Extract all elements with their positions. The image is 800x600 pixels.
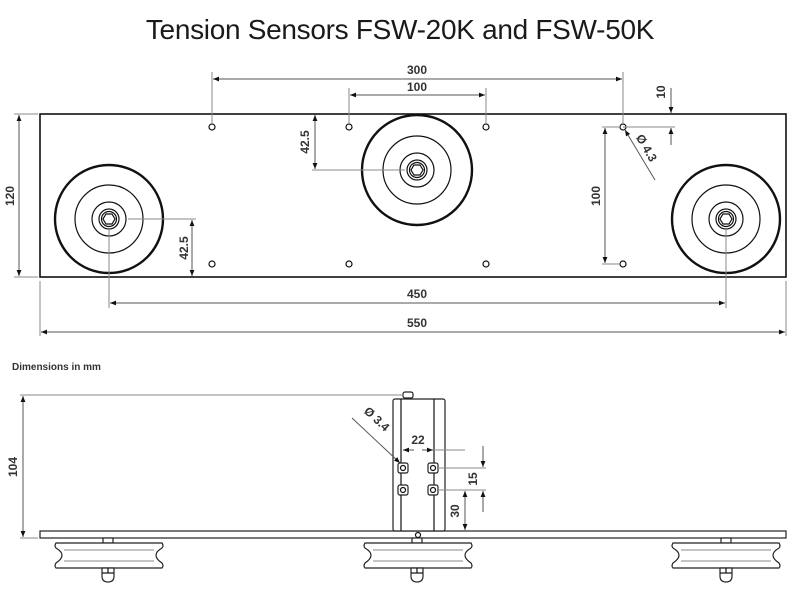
pulley-axle [719, 567, 733, 583]
pulley-side-right [671, 537, 781, 583]
dim-22: 22 [403, 433, 465, 453]
pulley-side-left [54, 537, 164, 583]
screw-holes [397, 462, 439, 496]
top-view: 300 100 10 Ø 4.3 100 [3, 63, 787, 336]
dim-label-22: 22 [411, 433, 425, 447]
pulley-bearing-inner [717, 210, 735, 228]
mounting-hole [345, 123, 353, 131]
dim-104: 104 [6, 394, 403, 539]
dim-label-104: 104 [6, 457, 20, 477]
dim-42-5-center: 42.5 [298, 115, 405, 171]
dim-label-100-vertical: 100 [589, 186, 603, 206]
mounting-holes [208, 123, 627, 268]
pulley-side-center [363, 537, 473, 583]
pulley-bearing-inner [408, 161, 426, 179]
dim-label-42-5-center: 42.5 [298, 130, 312, 154]
dim-label-300: 300 [407, 63, 427, 77]
dim-label-30: 30 [448, 504, 462, 518]
dim-label-diameter-4-3: Ø 4.3 [633, 132, 660, 165]
dim-100-vertical: 100 [589, 126, 620, 265]
pulley-axle [101, 567, 115, 583]
pulley-bearing-inner [100, 210, 118, 228]
dim-label-15: 15 [466, 472, 480, 486]
dim-300: 300 [211, 63, 624, 124]
pulley-hub [399, 152, 435, 188]
dim-label-550: 550 [407, 316, 427, 330]
pulley-axle [410, 567, 424, 583]
dim-label-120: 120 [3, 186, 17, 206]
dim-hole-diameter: Ø 4.3 [624, 129, 660, 181]
dim-label-42-5-left: 42.5 [177, 236, 191, 260]
pulley-profile [671, 542, 781, 569]
mounting-hole [619, 260, 627, 268]
dim-label-450: 450 [407, 287, 427, 301]
dim-100-horizontal: 100 [348, 80, 487, 124]
hex-nut-icon [410, 164, 424, 176]
dim-42-5-left: 42.5 [128, 218, 196, 276]
side-view: 104 Ø 3.4 22 15 30 [6, 391, 787, 583]
drawing-title: Tension Sensors FSW-20K and FSW-50K [145, 14, 655, 45]
dim-10: 10 [623, 85, 675, 145]
dim-450: 450 [108, 229, 727, 308]
housing-cap [402, 391, 414, 399]
dim-120: 120 [3, 113, 38, 278]
pulley-profile [363, 542, 473, 569]
dim-550: 550 [39, 281, 787, 336]
dim-label-100: 100 [407, 80, 427, 94]
pulley-bearing [406, 159, 428, 181]
mounting-hole [208, 260, 216, 268]
sensor-plate-side [39, 530, 787, 539]
mounting-hole [482, 260, 490, 268]
mounting-hole [208, 123, 216, 131]
hex-nut-icon [102, 213, 116, 225]
pulley-profile [54, 542, 164, 569]
dim-15: 15 [438, 446, 486, 512]
hex-nut-icon [719, 213, 733, 225]
mounting-hole [482, 123, 490, 131]
mounting-hole [345, 260, 353, 268]
dim-30: 30 [448, 491, 468, 530]
housing-body [392, 398, 446, 532]
dim-label-10: 10 [654, 85, 668, 99]
sensor-housing [392, 391, 446, 539]
dim-label-diameter-3-4: Ø 3.4 [361, 404, 392, 434]
units-note: Dimensions in mm [12, 362, 101, 373]
